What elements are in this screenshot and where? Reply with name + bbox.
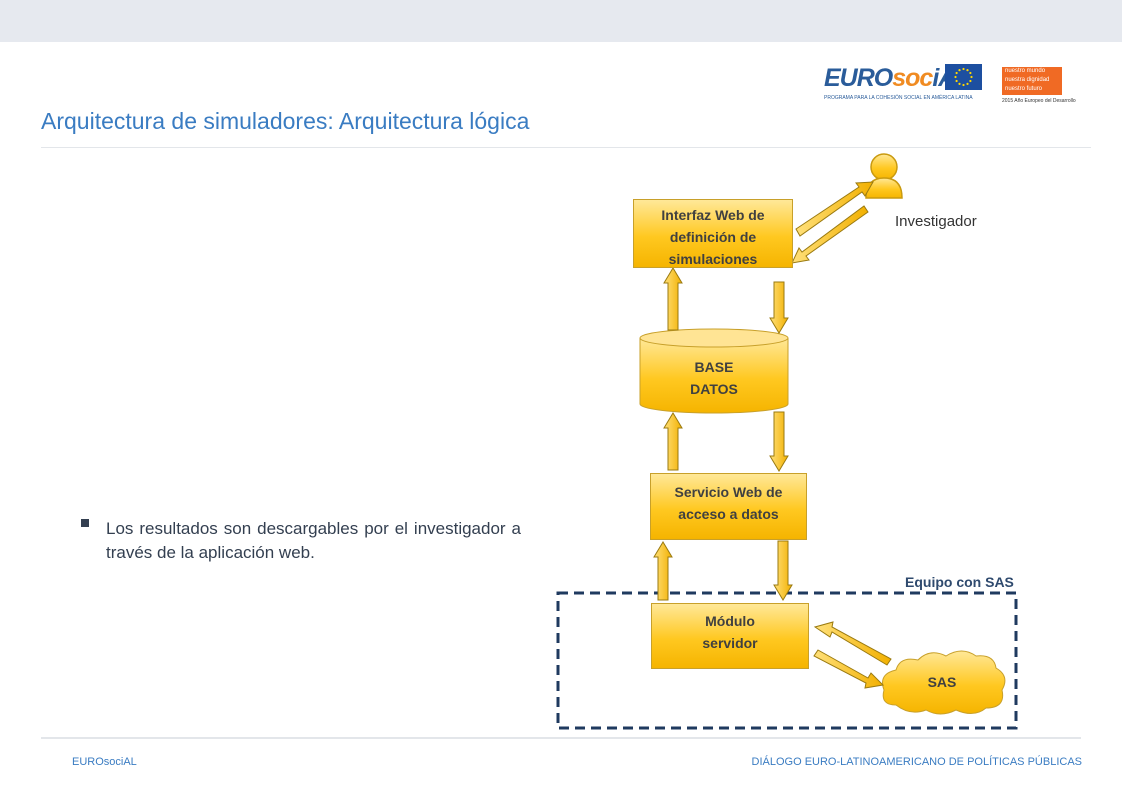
logo-line-1: nuestro mundo bbox=[1005, 68, 1046, 74]
servicio-line-2: acceso a datos bbox=[678, 506, 779, 522]
arrow-modulo-to-servicio bbox=[653, 541, 673, 601]
interfaz-line-3: simulaciones bbox=[668, 251, 758, 267]
arrow-modulo-to-sas bbox=[813, 649, 885, 689]
interfaz-line-2: definición de bbox=[669, 229, 757, 245]
european-year-caption: 2015 Año Europeo del Desarrollo bbox=[1002, 98, 1076, 104]
sas-label: SAS bbox=[927, 674, 957, 690]
investigador-label: Investigador bbox=[895, 213, 977, 230]
arrow-interfaz-to-db bbox=[769, 281, 789, 334]
arrow-servicio-to-modulo bbox=[773, 540, 793, 601]
interfaz-line-1: Interfaz Web de bbox=[661, 207, 765, 223]
modulo-servidor-node: Módulo servidor bbox=[651, 603, 809, 669]
logo-line-3: nuestro futuro bbox=[1005, 86, 1043, 92]
bullet-text: Los resultados son descargables por el i… bbox=[106, 519, 521, 562]
modulo-line-1: Módulo bbox=[705, 613, 755, 629]
database-cylinder-icon bbox=[639, 328, 789, 414]
eurosocial-tagline: PROGRAMA PARA LA COHESIÓN SOCIAL EN AMÉR… bbox=[824, 95, 973, 101]
arrow-interfaz-to-user bbox=[795, 181, 874, 237]
footer-divider bbox=[41, 737, 1081, 739]
equipo-con-sas-label: Equipo con SAS bbox=[905, 574, 1014, 590]
arrow-sas-to-modulo bbox=[813, 621, 892, 666]
arrow-user-to-interfaz bbox=[791, 205, 869, 264]
interfaz-web-node: Interfaz Web de definición de simulacion… bbox=[633, 199, 793, 268]
database-line-2: DATOS bbox=[690, 381, 738, 397]
top-bar bbox=[0, 0, 1122, 42]
logo-line-2: nuestra dignidad bbox=[1005, 77, 1050, 83]
arrow-db-to-interfaz bbox=[663, 267, 683, 331]
arrow-db-to-servicio bbox=[769, 411, 789, 472]
database-line-1: BASE bbox=[694, 359, 734, 375]
sas-cloud-icon bbox=[882, 650, 1006, 715]
footer-right-text: DIÁLOGO EURO-LATINOAMERICANO DE POLÍTICA… bbox=[751, 756, 1082, 768]
servicio-web-node: Servicio Web de acceso a datos bbox=[650, 473, 807, 540]
slide-title: Arquitectura de simuladores: Arquitectur… bbox=[41, 108, 530, 134]
european-year-logo: nuestro mundo nuestra dignidad nuestro f… bbox=[1002, 67, 1062, 95]
title-divider bbox=[41, 147, 1091, 148]
eu-flag-icon bbox=[945, 64, 982, 90]
servicio-line-1: Servicio Web de bbox=[674, 484, 783, 500]
database-label: BASE DATOS bbox=[640, 356, 788, 400]
footer-left-text: EUROsociAL bbox=[72, 756, 137, 768]
bullet-marker bbox=[81, 519, 89, 527]
arrow-servicio-to-db bbox=[663, 412, 683, 471]
user-icon bbox=[865, 153, 903, 199]
modulo-line-2: servidor bbox=[702, 635, 758, 651]
